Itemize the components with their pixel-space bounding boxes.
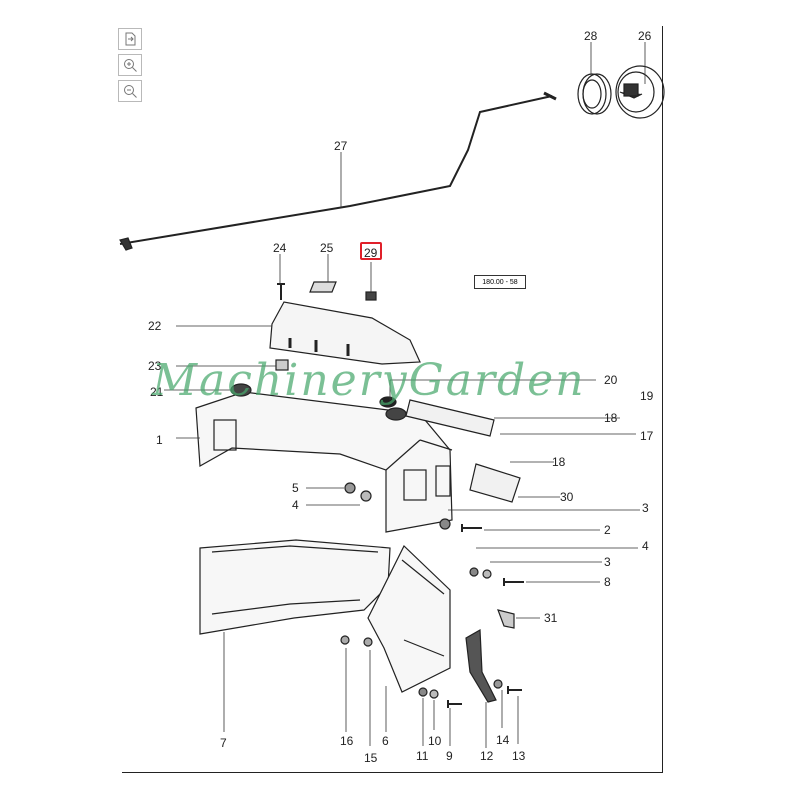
part-27-cable-end	[119, 237, 133, 251]
part-23-nut	[275, 359, 289, 371]
label-4b: 4	[642, 539, 649, 553]
label-13: 13	[512, 749, 526, 763]
zoom-in-button[interactable]	[118, 54, 142, 76]
label-20: 20	[604, 373, 618, 387]
label-6: 6	[382, 734, 389, 748]
part-3-washer-b	[482, 569, 492, 579]
part-4-washer	[360, 490, 372, 502]
part-2-bolt	[461, 524, 482, 532]
part-1-window-right	[403, 469, 427, 501]
part-4-washer-b	[469, 567, 479, 577]
label-9: 9	[446, 749, 453, 763]
part-1-hood	[195, 391, 453, 533]
part-7-side-panel	[199, 539, 391, 635]
label-8: 8	[604, 575, 611, 589]
part-28-ring	[577, 73, 612, 115]
part-22-slots	[288, 338, 350, 356]
part-30-plate	[469, 463, 521, 503]
part-15-washer	[363, 637, 373, 647]
part-10-washer	[429, 689, 439, 699]
label-16: 16	[340, 734, 354, 748]
part-22-cover	[269, 301, 421, 365]
label-28: 28	[584, 29, 598, 43]
label-18: 18	[604, 411, 618, 425]
label-2: 2	[604, 523, 611, 537]
part-9-bolt	[447, 700, 462, 708]
zoom-out-button[interactable]	[118, 80, 142, 102]
part-25-clip	[309, 281, 337, 293]
label-19: 19	[640, 389, 654, 403]
label-4: 4	[292, 498, 299, 512]
label-26: 26	[638, 29, 652, 43]
label-1: 1	[156, 433, 163, 447]
part-27-cable	[119, 95, 553, 245]
label-23: 23	[148, 359, 162, 373]
label-25: 25	[320, 241, 334, 255]
label-15: 15	[364, 751, 378, 765]
part-11-washer	[418, 687, 428, 697]
label-24: 24	[273, 241, 287, 255]
part-20-cap	[379, 396, 397, 408]
part-3-washer	[439, 518, 451, 530]
label-11: 11	[416, 749, 429, 763]
reference-box: 180.00 - 58	[474, 275, 526, 289]
part-17-plate	[405, 399, 495, 437]
part-12-lever	[465, 628, 497, 703]
part-5-nut	[344, 482, 356, 494]
label-10: 10	[428, 734, 442, 748]
part-16-nut	[340, 635, 350, 645]
part-31-bracket	[497, 609, 515, 629]
fit-page-icon	[125, 32, 136, 46]
label-31: 31	[544, 611, 558, 625]
label-21: 21	[150, 385, 164, 399]
label-18b: 18	[552, 455, 566, 469]
diagram-frame	[122, 26, 663, 773]
watermark: MachineryGarden	[152, 355, 586, 406]
part-13-bolt	[507, 686, 522, 694]
zoom-out-icon	[124, 85, 137, 98]
label-12: 12	[480, 749, 494, 763]
label-17: 17	[640, 429, 654, 443]
label-30: 30	[560, 490, 574, 504]
label-14: 14	[496, 733, 510, 747]
fit-page-button[interactable]	[118, 28, 142, 50]
part-14-washer	[493, 679, 503, 689]
part-1-window	[213, 419, 237, 451]
part-1-edge	[385, 439, 453, 471]
part-20-grommet	[385, 407, 407, 421]
label-27: 27	[334, 139, 348, 153]
part-8-bolt	[503, 578, 524, 586]
part-6-ribs	[401, 559, 445, 657]
part-24-screw	[277, 283, 285, 300]
part-labels: 28 26 27 24 25 29 22 23 21 20 19 18 17 1…	[148, 29, 654, 765]
part-1-window-left	[435, 465, 451, 497]
label-7: 7	[220, 736, 227, 750]
label-29: 29	[364, 246, 378, 260]
part-26-gauge	[615, 65, 665, 119]
zoom-in-icon	[124, 59, 137, 72]
label-3b: 3	[604, 555, 611, 569]
leader-lines	[164, 42, 646, 748]
part-29-nut	[365, 291, 377, 301]
label-22: 22	[148, 319, 162, 333]
label-3: 3	[642, 501, 649, 515]
label-5: 5	[292, 481, 299, 495]
highlighted-part-box	[360, 242, 382, 260]
part-7-ribs	[211, 545, 379, 615]
part-27-cable-tip	[543, 91, 557, 101]
